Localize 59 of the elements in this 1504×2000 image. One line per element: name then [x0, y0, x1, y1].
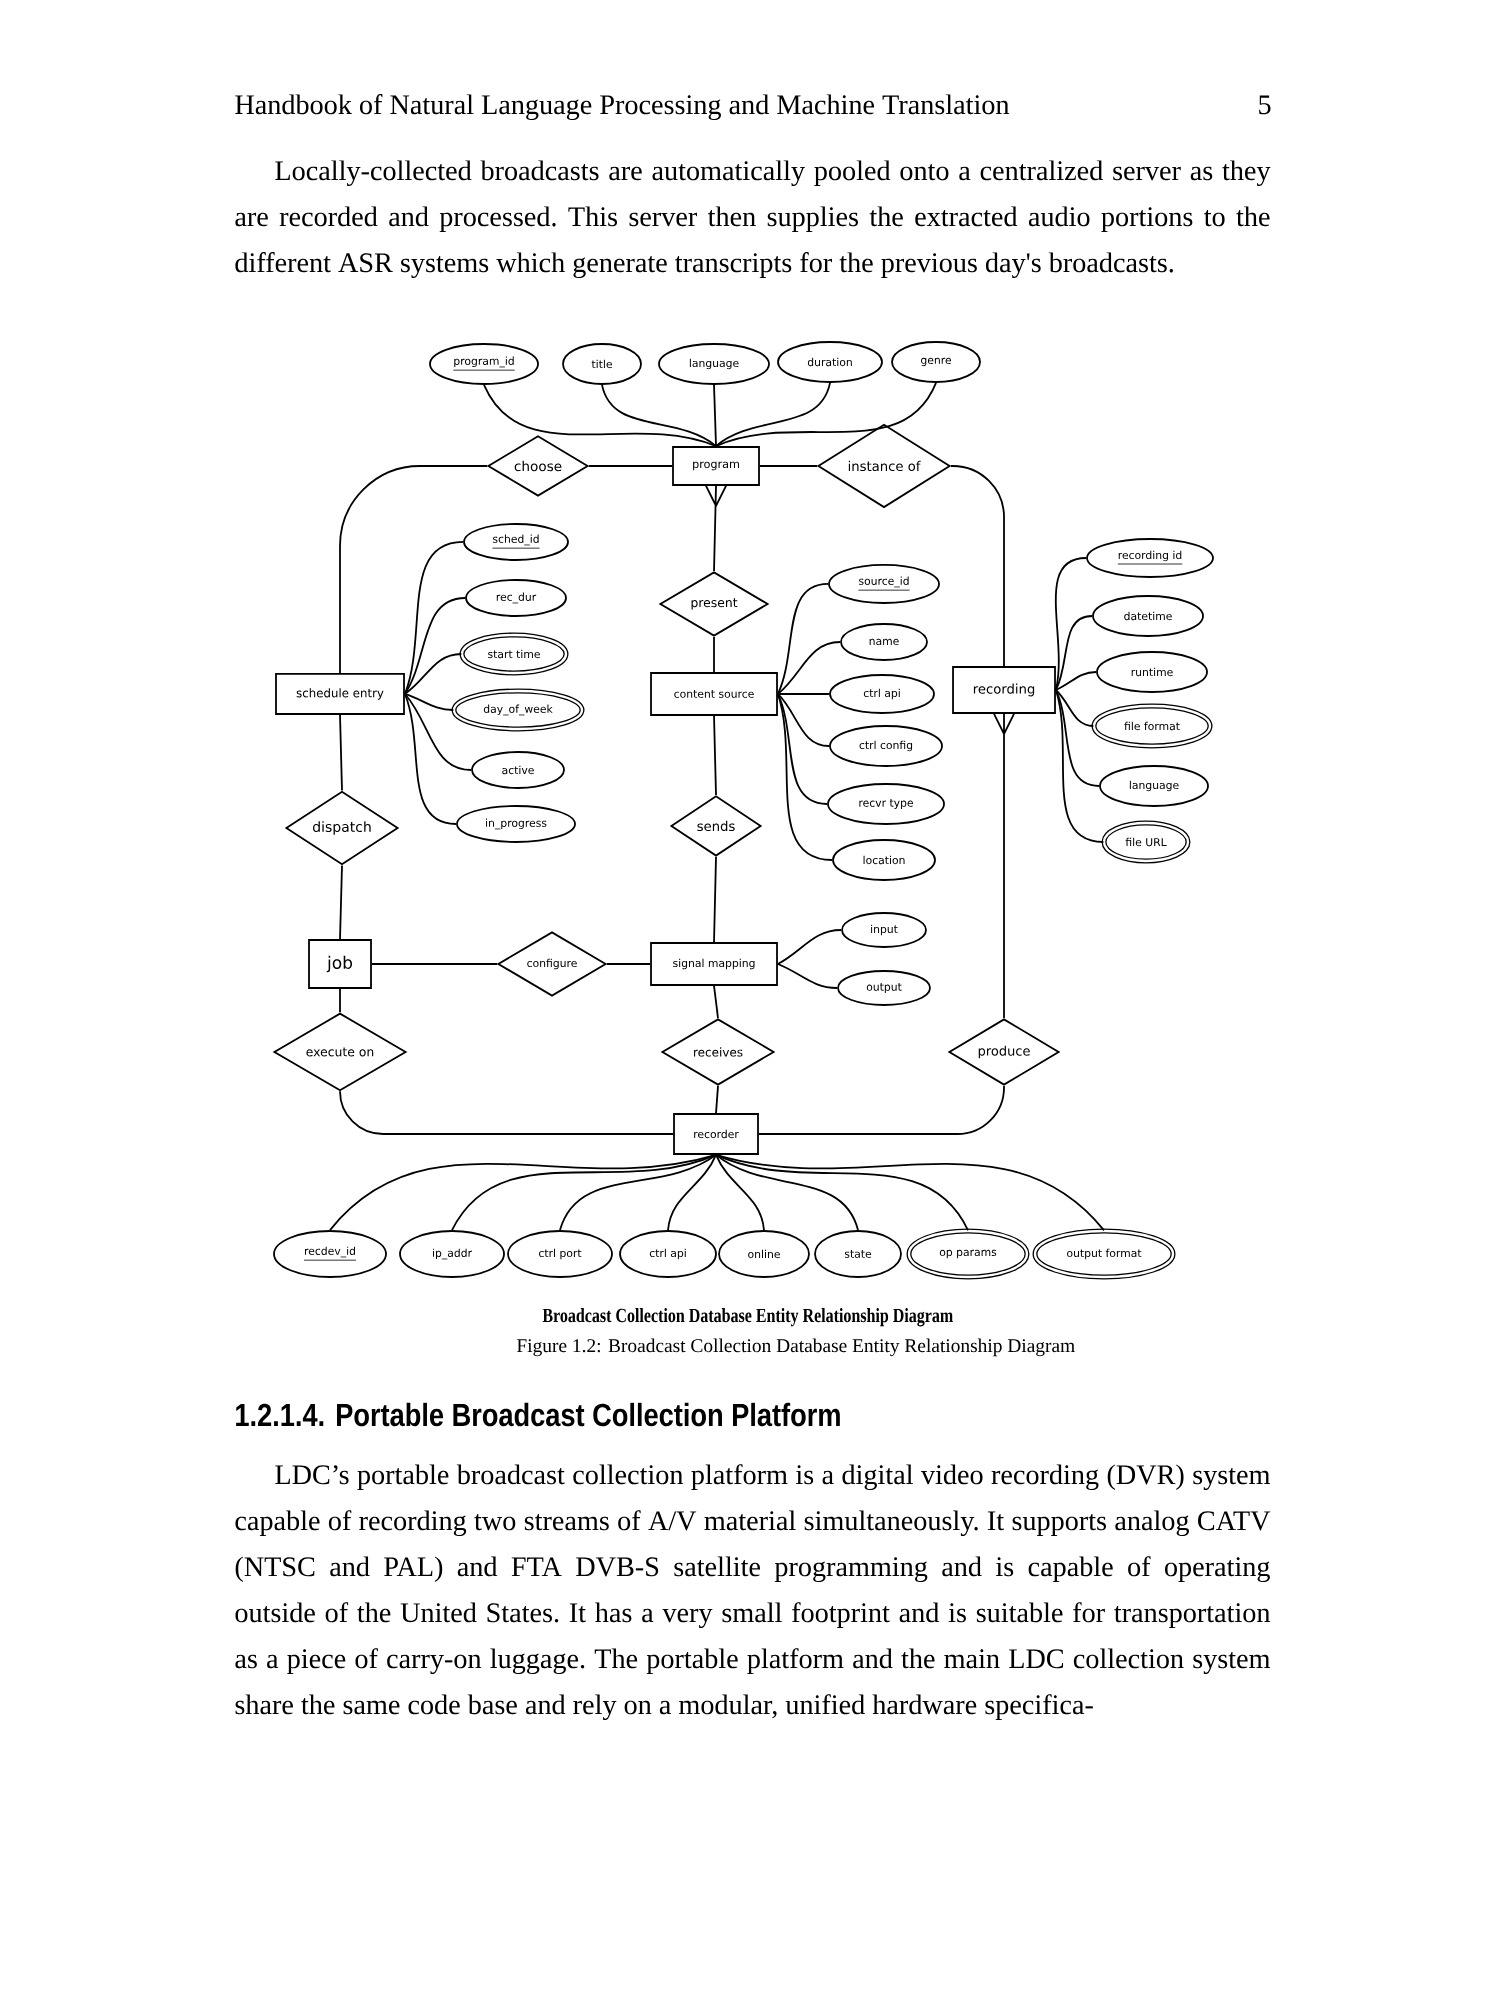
connector-line: [758, 1085, 1005, 1135]
connector-line: [715, 1154, 859, 1231]
connector-line: [777, 583, 829, 695]
connector-line: [777, 693, 828, 805]
connector-line: [667, 1154, 717, 1231]
connector-line: [777, 929, 842, 965]
connector-line: [588, 465, 673, 467]
crows-foot-line: [705, 484, 727, 572]
connector-line: [404, 693, 472, 771]
connector-line: [339, 1090, 674, 1135]
page-number: 5: [1259, 95, 1271, 115]
connector-line: [715, 381, 937, 447]
connector-line: [1054, 557, 1087, 691]
connector-line: [329, 1154, 717, 1231]
connector-line: [404, 597, 466, 695]
connector-line: [339, 988, 341, 1014]
connector-line: [715, 381, 831, 447]
entity-box: job: [308, 939, 372, 989]
connector-line: [606, 963, 651, 965]
connector-line: [713, 985, 719, 1019]
connector-line: [371, 963, 498, 965]
connector-line: [713, 856, 717, 943]
connector-line: [404, 653, 463, 695]
connector-line: [1055, 671, 1097, 691]
body-paragraph: Locally-collected broadcasts are automatically pooled onto a centralized server as they are recorded and processed. This server then supplies the extracted audio portions to the different ASR systems which generate transcripts for the previous day's broadcasts.: [235, 160, 1271, 279]
connector-line: [777, 693, 830, 747]
connector-line: [1055, 615, 1093, 691]
section-heading: 1.2.1.4. Portable Broadcast Collection Platform: [236, 1402, 840, 1427]
connector-line: [715, 1154, 1105, 1232]
connector-line: [715, 1085, 719, 1114]
connector-line: [339, 465, 488, 674]
connector-line: [601, 383, 717, 447]
connector-line: [715, 1154, 969, 1232]
connector-line: [713, 715, 717, 796]
crows-foot-line: [993, 713, 1015, 1019]
connector-line: [759, 465, 818, 467]
connector-line: [777, 693, 833, 861]
running-header: Handbook of Natural Language Processing and Machine Translation: [235, 94, 1010, 121]
connector-line: [404, 541, 464, 695]
connector-line: [713, 383, 717, 447]
connector-line: [404, 693, 455, 711]
connector-line: [713, 636, 715, 673]
connector-line: [1055, 689, 1100, 787]
connector-line: [451, 1154, 717, 1231]
connector-line: [777, 693, 830, 695]
figure-caption: Figure 1.2: Broadcast Collection Database Entity Relationship Diagram: [516, 1338, 1075, 1357]
body-paragraph: LDC’s portable broadcast collection platform is a digital video recording (DVR) system capable of recording two streams of A/V material simultaneously. It supports analog CATV (NTSC and PAL) and FTA DVB-S satellite programming and is capable of operating outside of the United States. It has a very small footprint and is suitable for transportation as a piece of carry-on luggage. The portable platform and the main LDC collection system share the same code base and rely on a modular, unified hardware specifica-: [235, 1464, 1271, 1721]
connector-line: [1055, 689, 1105, 843]
connector-line: [339, 714, 343, 792]
connector-line: [950, 465, 1005, 667]
connector-line: [715, 1154, 765, 1231]
connector-line: [777, 641, 841, 695]
connector-line: [559, 1154, 717, 1231]
connector-line: [777, 963, 838, 989]
figure-title: Broadcast Collection Database Entity Relationship Diagram: [542, 1308, 953, 1327]
connector-line: [483, 383, 717, 447]
connector-line: [404, 693, 457, 825]
connector-line: [339, 864, 343, 940]
connector-line: [1055, 689, 1095, 727]
